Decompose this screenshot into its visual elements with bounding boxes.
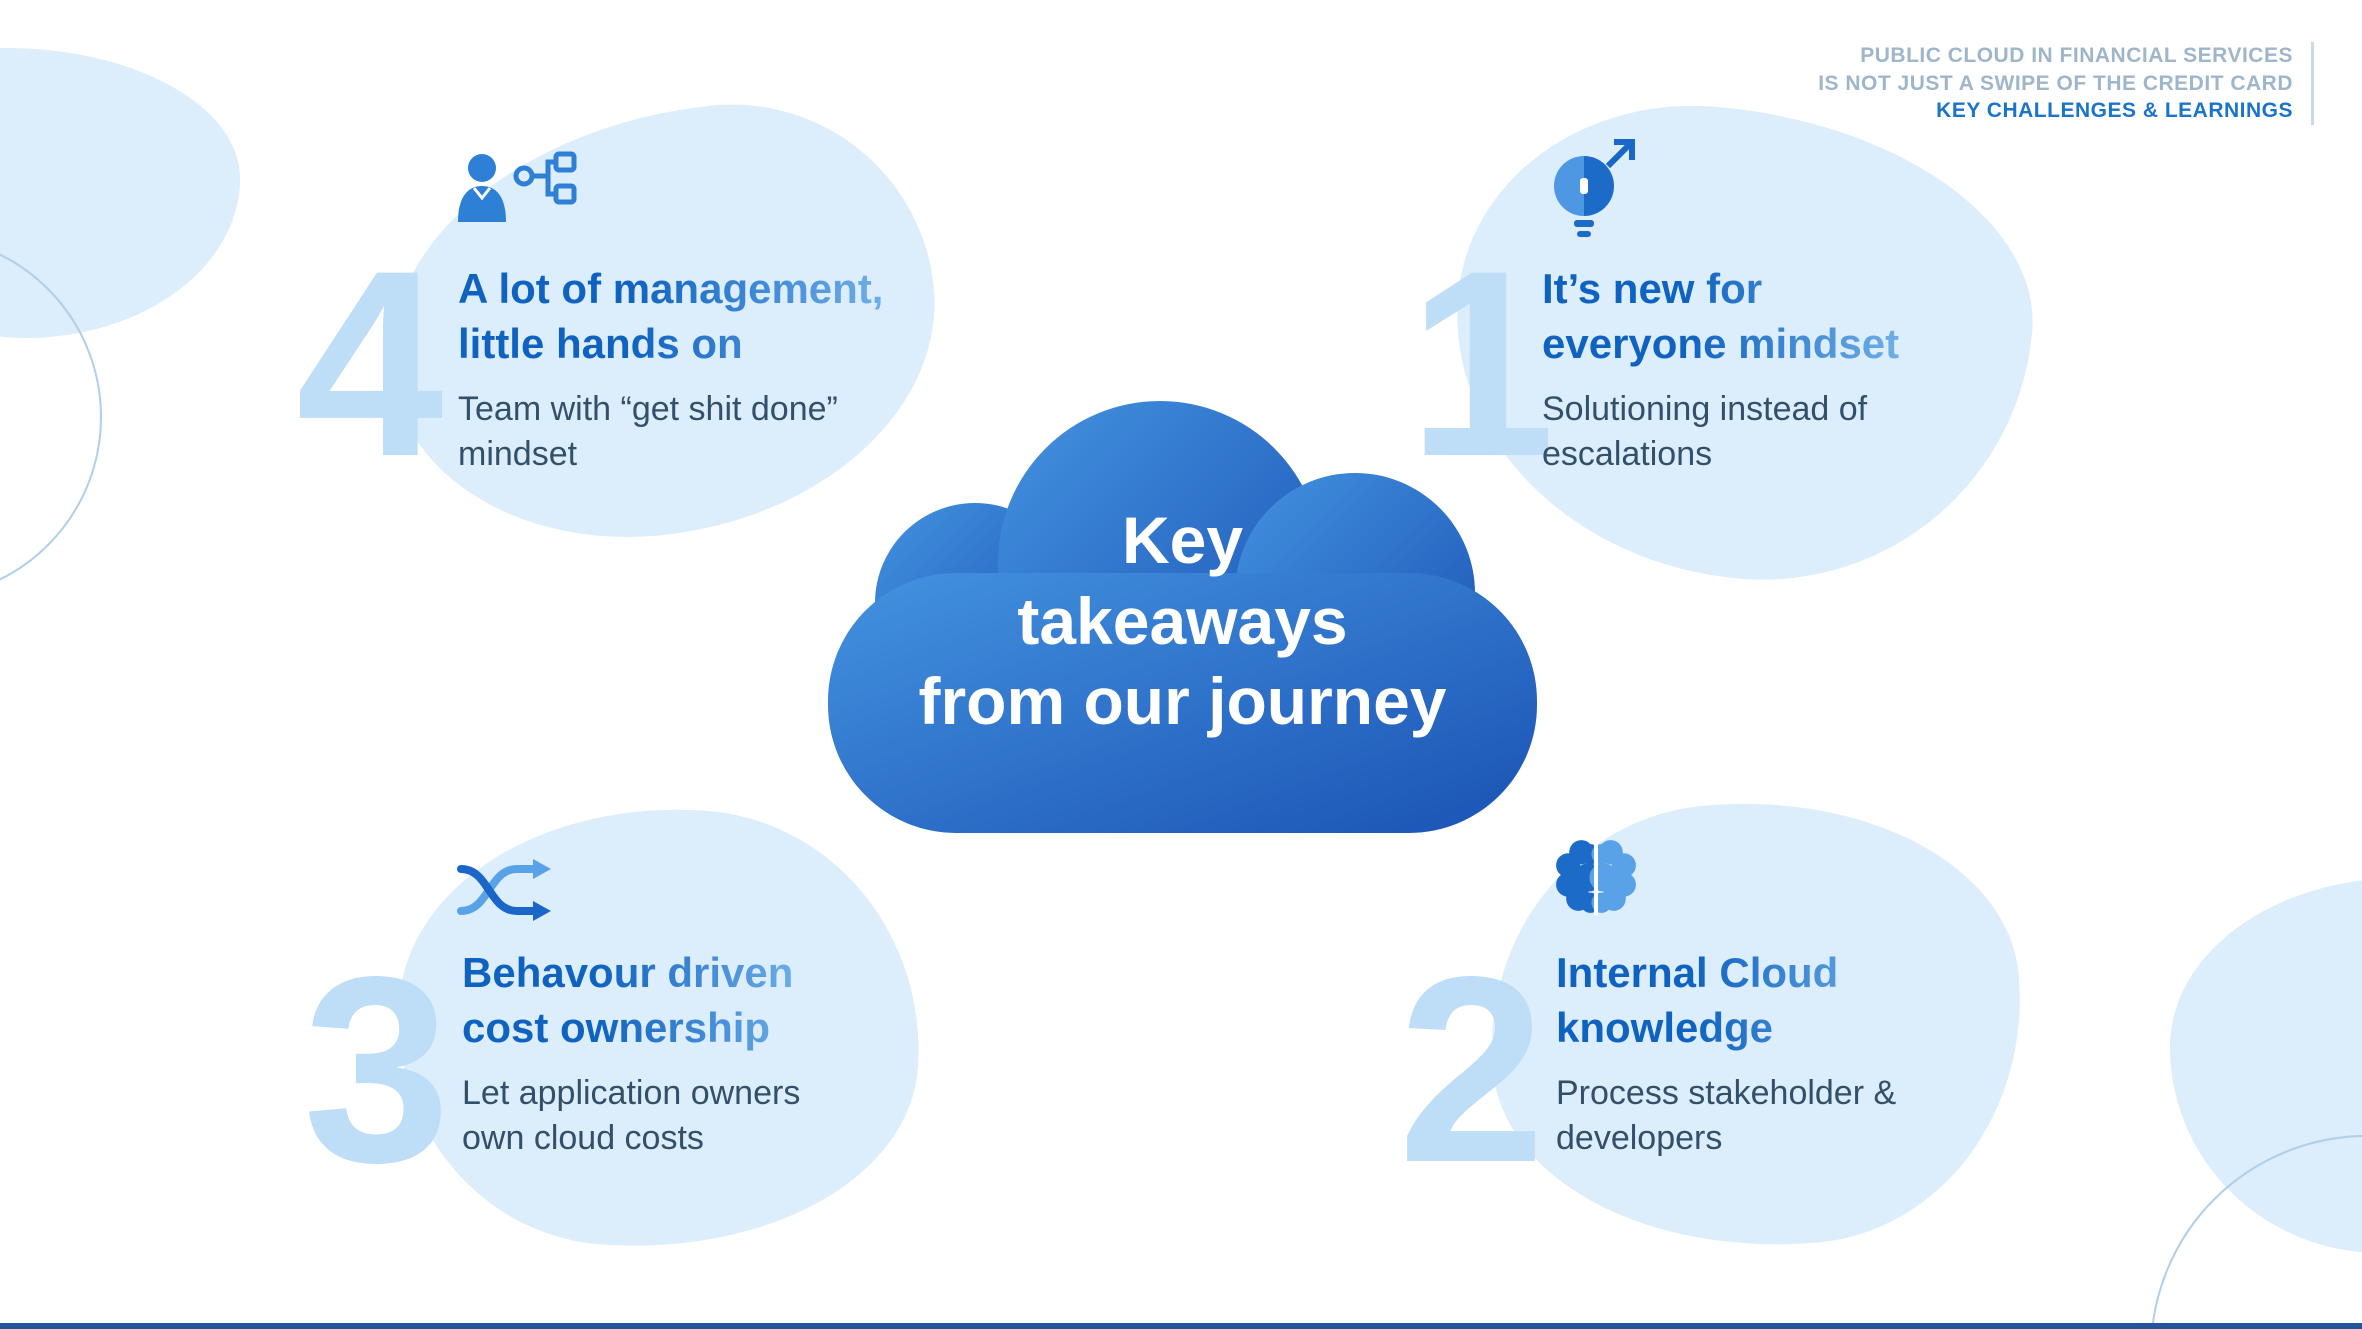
- item-title-line: little hands on: [458, 319, 743, 367]
- slide-header: PUBLIC CLOUD IN FINANCIAL SERVICES IS NO…: [1818, 42, 2314, 126]
- item-title-line: It’s new for: [1542, 265, 1763, 312]
- takeaway-item-2: Internal Cloud knowledge Process stakeho…: [1556, 946, 1896, 1162]
- item-subtitle-line: developers: [1556, 1119, 1723, 1158]
- decorative-circle-bottom-right: [2150, 1135, 2362, 1329]
- cloud-title-line: Key: [1121, 503, 1244, 577]
- header-line-1: PUBLIC CLOUD IN FINANCIAL SERVICES: [1860, 44, 2293, 67]
- shuffle-icon: [455, 853, 555, 934]
- item-subtitle-line: Solutioning instead of: [1542, 390, 1868, 429]
- bottom-accent-bar: [0, 1323, 2362, 1329]
- item-subtitle: Let application owners own cloud costs: [462, 1071, 800, 1161]
- item-title: Internal Cloud knowledge: [1556, 946, 1896, 1055]
- item-subtitle: Process stakeholder & developers: [1556, 1071, 1896, 1161]
- item-subtitle-line: own cloud costs: [462, 1119, 704, 1158]
- item-number-2: 2: [1398, 922, 1545, 1218]
- person-workflow-icon: [452, 148, 592, 249]
- item-subtitle-line: mindset: [458, 435, 578, 474]
- takeaway-item-4: A lot of management, little hands on Tea…: [458, 262, 883, 478]
- item-title: It’s new for everyone mindset: [1542, 262, 1899, 371]
- item-number-3: 3: [303, 922, 450, 1218]
- brain-icon: [1548, 832, 1644, 933]
- item-subtitle-line: Team with “get shit done”: [458, 390, 838, 429]
- cloud-shape: [828, 401, 1537, 833]
- item-subtitle-line: escalations: [1542, 435, 1713, 474]
- cloud-title-line: takeaways: [1017, 583, 1348, 658]
- item-subtitle-line: Let application owners: [462, 1074, 801, 1113]
- lightbulb-puzzle-icon: [1540, 134, 1640, 245]
- center-cloud: Key takeaways from our journey: [820, 398, 1545, 836]
- item-title-line: Behavour driven: [462, 949, 794, 996]
- header-line-accent: KEY CHALLENGES & LEARNINGS: [1936, 99, 2293, 123]
- item-title-line: Internal Cloud: [1556, 949, 1839, 996]
- item-title: Behavour driven cost ownership: [462, 946, 800, 1055]
- item-title: A lot of management, little hands on: [458, 262, 883, 371]
- item-subtitle: Team with “get shit done” mindset: [458, 387, 883, 477]
- header-line-2: IS NOT JUST A SWIPE OF THE CREDIT CARD: [1818, 71, 2293, 95]
- item-number-4: 4: [296, 216, 443, 512]
- item-title-line: knowledge: [1556, 1003, 1774, 1051]
- item-title-line: everyone mindset: [1542, 319, 1900, 367]
- item-subtitle: Solutioning instead of escalations: [1542, 387, 1899, 477]
- item-number-1: 1: [1408, 216, 1555, 512]
- cloud-title-line: from our journey: [918, 664, 1447, 739]
- takeaway-item-3: Behavour driven cost ownership Let appli…: [462, 946, 800, 1162]
- takeaway-item-1: It’s new for everyone mindset Solutionin…: [1542, 262, 1899, 478]
- item-subtitle-line: Process stakeholder &: [1556, 1074, 1897, 1113]
- cloud-title: Key takeaways from our journey: [820, 500, 1545, 742]
- item-title-line: cost ownership: [462, 1003, 771, 1051]
- item-title-line: A lot of management,: [458, 265, 884, 312]
